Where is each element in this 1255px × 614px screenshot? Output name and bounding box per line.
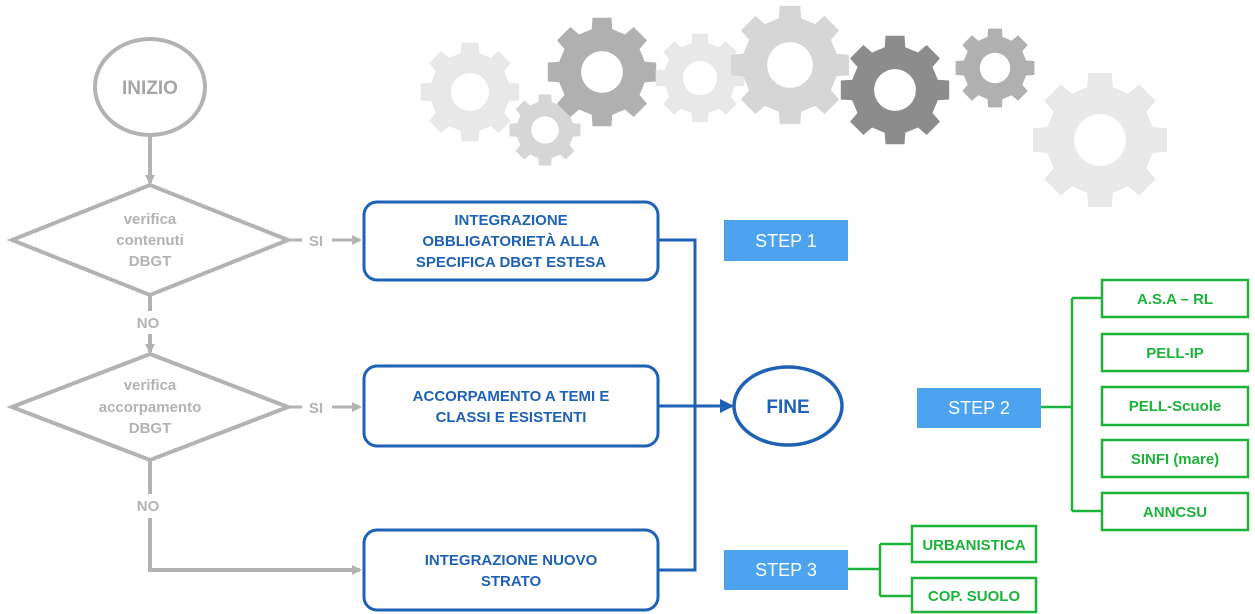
step3-item-label: COP. SUOLO <box>928 588 1021 605</box>
step2-bracket <box>1041 296 1102 513</box>
step2-item-pell-ip: PELL-IP <box>1100 332 1250 373</box>
action-accorpamento-temi: ACCORPAMENTO A TEMI E CLASSI E ESISTENTI <box>362 364 660 448</box>
step2-item-anncsu: ANNCSU <box>1100 491 1250 532</box>
step2-item-label: A.S.A – RL <box>1137 291 1213 308</box>
gear-hole <box>581 51 623 93</box>
gears-decoration <box>420 5 1167 207</box>
decision-verifica-accorpamento: verifica accorpamento DBGT <box>6 351 294 463</box>
action3-line1: INTEGRAZIONE NUOVO <box>425 552 598 569</box>
action1-line1: INTEGRAZIONE <box>454 212 567 229</box>
decision2-line3: DBGT <box>129 420 172 437</box>
step1-label: STEP 1 <box>755 231 817 251</box>
step2-item-label: SINFI (mare) <box>1131 451 1219 468</box>
gear-hole <box>531 116 559 144</box>
action1-line2: OBBLIGATORIETÀ ALLA <box>422 233 599 250</box>
decision2-no-label: NO <box>137 498 160 515</box>
action-integrazione-obbligatorieta: INTEGRAZIONE OBBLIGATORIETÀ ALLA SPECIFI… <box>362 200 660 282</box>
decision2-line2: accorpamento <box>99 399 202 416</box>
action1-line3: SPECIFICA DBGT ESTESA <box>416 254 606 271</box>
decision1-line2: contenuti <box>116 232 184 249</box>
action2-line1: ACCORPAMENTO A TEMI E <box>413 388 610 405</box>
decision1-no-label: NO <box>137 315 160 332</box>
connector-decision2-no-b <box>148 518 362 575</box>
decision1-line3: DBGT <box>129 253 172 270</box>
action2-line2: CLASSI E ESISTENTI <box>436 409 587 426</box>
end-node: FINE <box>732 365 844 447</box>
action-integrazione-nuovo-strato: INTEGRAZIONE NUOVO STRATO <box>362 528 660 612</box>
decision2-yes-label: SI <box>309 400 323 417</box>
end-label: FINE <box>766 397 809 418</box>
decision1-line1: verifica <box>124 211 177 228</box>
gear-hole <box>767 42 813 88</box>
step3-bracket <box>848 542 912 598</box>
step3-item-cop-suolo: COP. SUOLO <box>910 576 1038 614</box>
step3-badge: STEP 3 <box>724 550 848 590</box>
step2-item-pell-scuole: PELL-Scuole <box>1100 385 1250 427</box>
step2-badge: STEP 2 <box>917 388 1041 428</box>
decision-verifica-contenuti: verifica contenuti DBGT <box>6 182 294 298</box>
step2-item-label: PELL-IP <box>1146 345 1204 362</box>
decision2-line1: verifica <box>124 377 177 394</box>
step1-badge: STEP 1 <box>724 220 848 261</box>
gear-hole <box>979 52 1011 84</box>
start-node: INIZIO <box>93 37 207 137</box>
step2-label: STEP 2 <box>948 398 1010 418</box>
action3-line2: STRATO <box>481 573 542 590</box>
gear-hole <box>451 73 489 111</box>
step2-item-asa-rl: A.S.A – RL <box>1100 278 1250 319</box>
step2-item-sinfi-mare: SINFI (mare) <box>1100 438 1250 479</box>
step2-item-label: ANNCSU <box>1143 504 1207 521</box>
step3-item-urbanistica: URBANISTICA <box>910 524 1038 564</box>
gear-hole <box>874 69 916 111</box>
step2-item-label: PELL-Scuole <box>1129 398 1222 415</box>
decision1-yes-label: SI <box>309 233 323 250</box>
gear-hole <box>1074 114 1126 166</box>
start-label: INIZIO <box>122 78 178 99</box>
step3-label: STEP 3 <box>755 560 817 580</box>
step3-item-label: URBANISTICA <box>922 537 1025 554</box>
gear-hole <box>682 60 718 96</box>
